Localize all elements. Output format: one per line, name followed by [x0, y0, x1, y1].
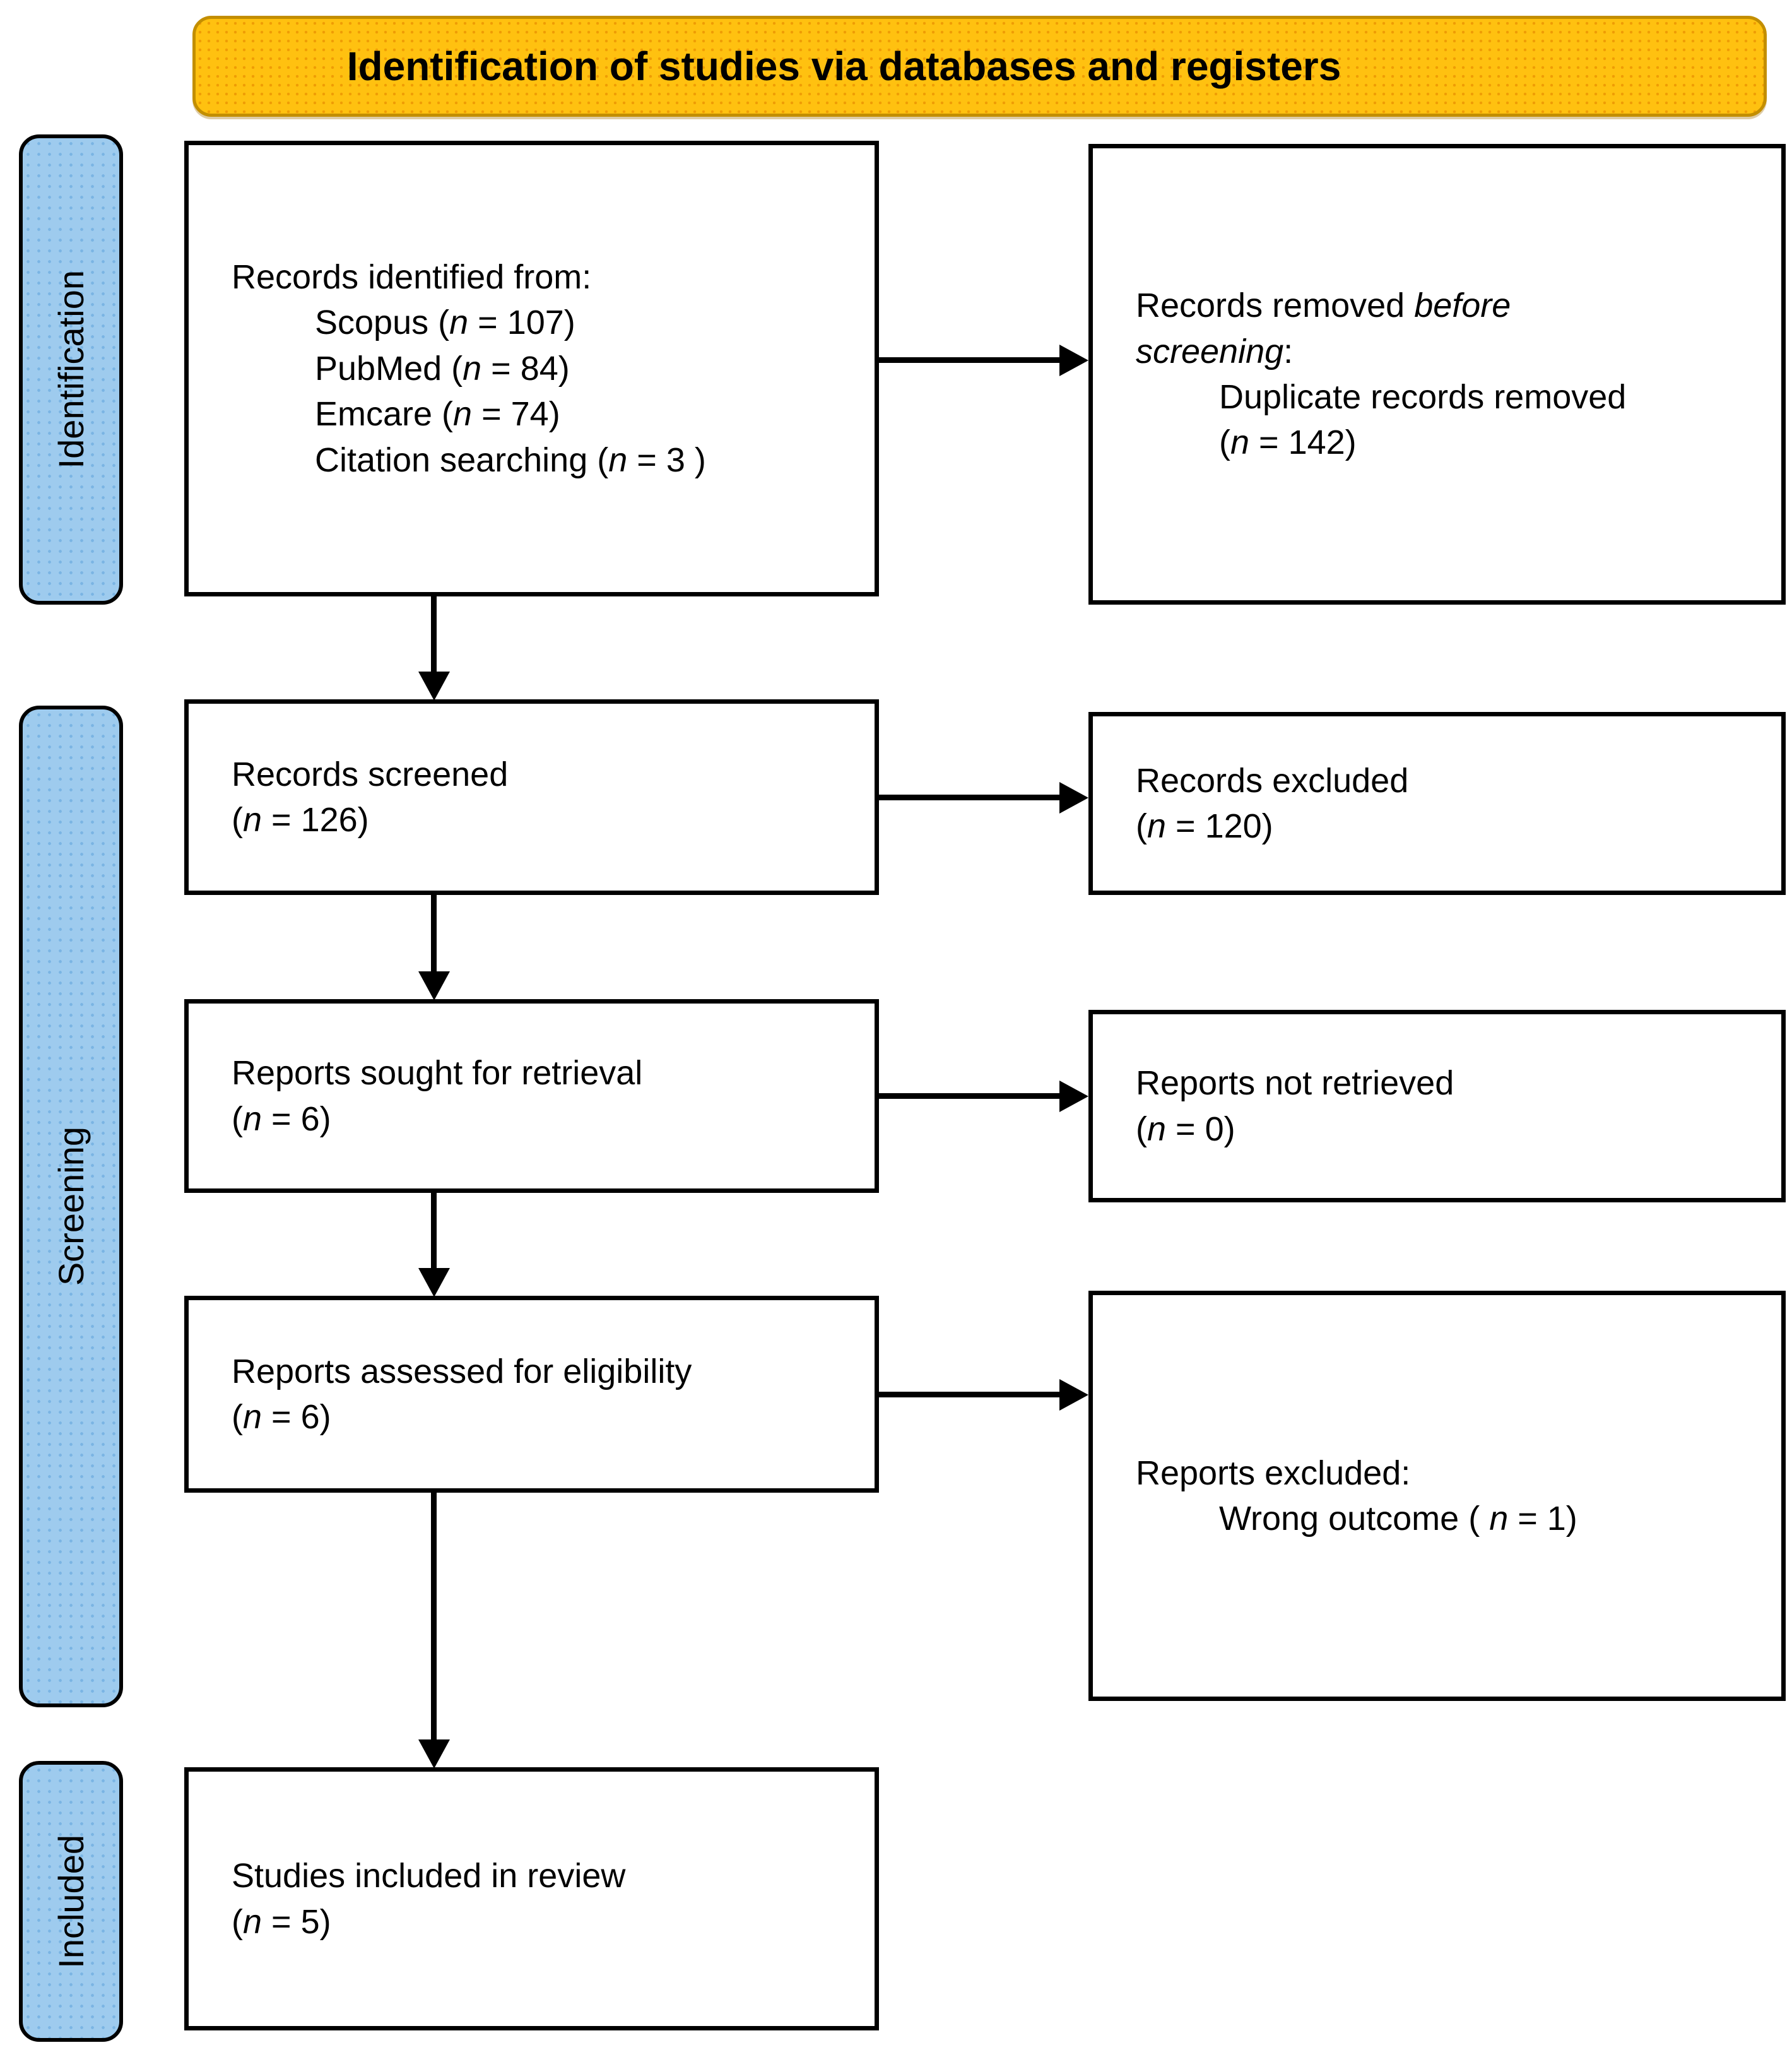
box-text-line: Records excluded — [1136, 761, 1409, 800]
box-text-line: screening: — [1136, 332, 1294, 370]
box-text-line: Records identified from: — [232, 258, 592, 297]
box-text-line: Duplicate records removed — [1219, 378, 1627, 416]
box-text-line: (n = 6) — [232, 1398, 331, 1436]
box-text-line: Studies included in review — [232, 1857, 626, 1895]
box-text-line: Reports not retrieved — [1136, 1064, 1454, 1103]
box-text-line: Scopus (n = 107) — [315, 304, 575, 342]
stage-label-screening: Screening — [19, 706, 123, 1707]
box-text-line: Records removed before — [1136, 287, 1511, 325]
box-records-excluded: Records excluded (n = 120) — [1088, 712, 1786, 895]
box-records-removed-before-screening: Records removed before screening: Duplicat… — [1088, 144, 1786, 605]
box-text-line: PubMed (n = 84) — [315, 349, 570, 388]
box-text-line: Reports assessed for eligibility — [232, 1352, 692, 1390]
stage-label-identification-text: Identification — [51, 270, 91, 469]
box-text-line: Citation searching (n = 3 ) — [315, 441, 706, 479]
arrow-identified-to-removed — [878, 357, 1061, 363]
box-records-screened: Records screened (n = 126) — [184, 699, 879, 895]
box-text-line: (n = 6) — [232, 1099, 331, 1138]
box-reports-excluded: Reports excluded: Wrong outcome ( n = 1) — [1088, 1291, 1786, 1701]
box-text-line: (n = 126) — [232, 801, 369, 839]
box-text-line: Records screened — [232, 755, 509, 793]
arrow-screened-to-sought — [431, 895, 437, 973]
box-text-line: Reports sought for retrieval — [232, 1054, 643, 1093]
arrow-screened-to-excluded — [878, 795, 1061, 800]
banner: Identification of studies via databases … — [192, 16, 1767, 117]
stage-label-identification: Identification — [19, 134, 123, 605]
box-text-line: (n = 0) — [1136, 1110, 1235, 1148]
stage-label-screening-text: Screening — [51, 1127, 91, 1286]
banner-title: Identification of studies via databases … — [346, 44, 1341, 89]
box-records-identified: Records identified from: Scopus (n = 107)… — [184, 141, 879, 596]
box-text-line: (n = 5) — [232, 1902, 331, 1941]
box-reports-assessed-for-eligibility: Reports assessed for eligibility (n = 6) — [184, 1296, 879, 1493]
arrow-sought-to-not-retrieved — [878, 1093, 1061, 1099]
box-text-line: (n = 142) — [1219, 424, 1357, 462]
stage-label-included-text: Included — [51, 1834, 91, 1969]
box-studies-included-in-review: Studies included in review (n = 5) — [184, 1767, 879, 2030]
stage-label-included: Included — [19, 1761, 123, 2042]
arrow-assessed-to-included — [431, 1493, 437, 1741]
arrow-sought-to-assessed — [431, 1193, 437, 1269]
box-reports-not-retrieved: Reports not retrieved (n = 0) — [1088, 1010, 1786, 1202]
box-text-line: Reports excluded: — [1136, 1454, 1411, 1492]
box-text-line: (n = 120) — [1136, 807, 1273, 845]
box-text-line: Wrong outcome ( n = 1) — [1219, 1500, 1577, 1538]
arrow-assessed-to-reports-excluded — [878, 1392, 1061, 1397]
arrow-identified-to-screened — [431, 596, 437, 673]
box-text-line: Emcare (n = 74) — [315, 395, 560, 434]
box-reports-sought-for-retrieval: Reports sought for retrieval (n = 6) — [184, 999, 879, 1193]
